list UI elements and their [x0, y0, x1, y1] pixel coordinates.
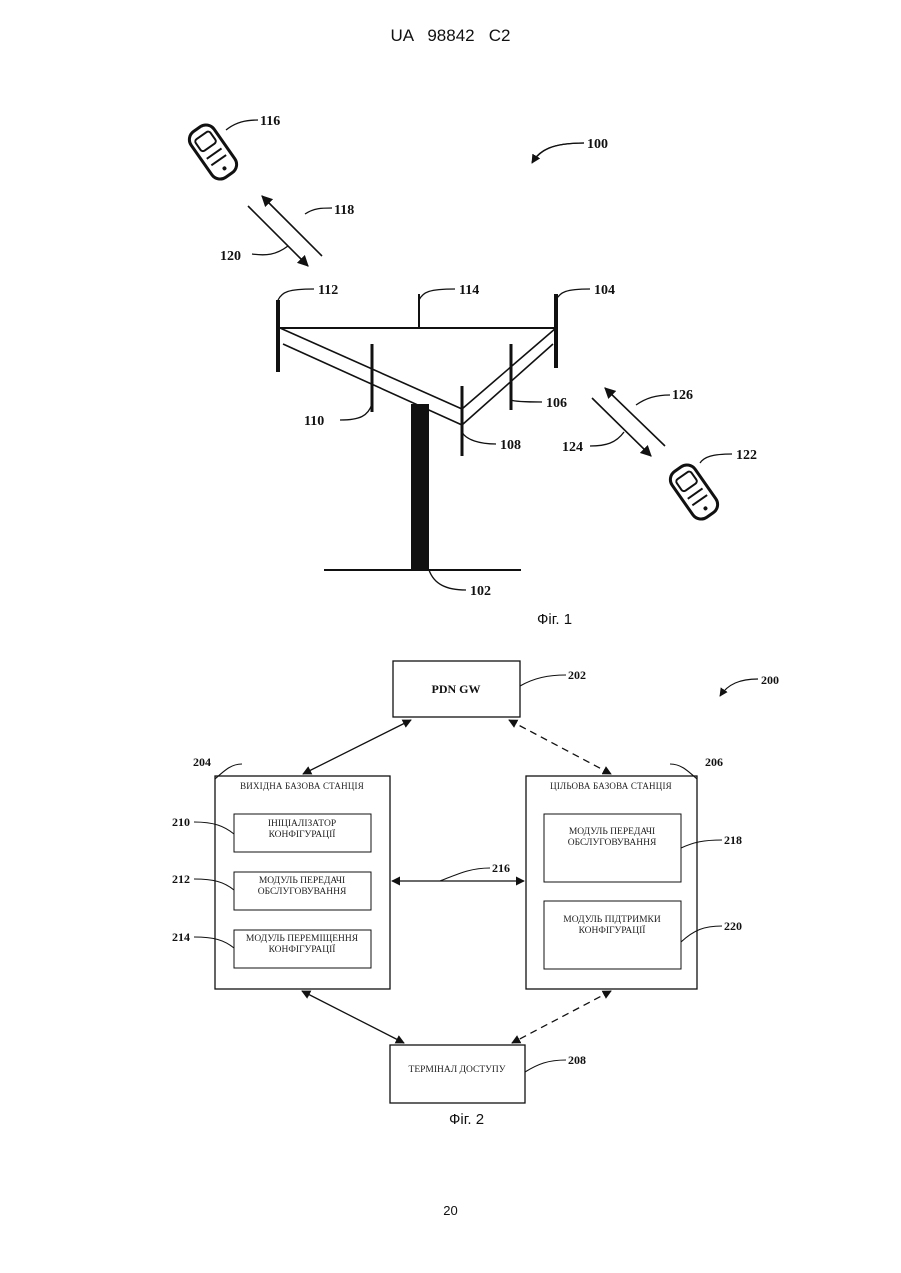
handover-module-target-box — [544, 814, 681, 882]
config-relocation-line1: МОДУЛЬ ПЕРЕМІЩЕННЯ — [246, 934, 359, 944]
access-terminal-label: ТЕРМІНАЛ ДОСТУПУ — [409, 1065, 506, 1075]
label-116: 116 — [260, 114, 280, 129]
pdn-to-target-connector — [509, 720, 611, 774]
mobile-terminal-122-icon — [666, 461, 721, 523]
link-120-arrow — [248, 206, 308, 266]
label-120: 120 — [220, 249, 241, 264]
label-118: 118 — [334, 203, 354, 218]
label-124: 124 — [562, 440, 583, 455]
link-118-arrow — [262, 196, 322, 256]
figure-2: PDN GW ВИХІДНА БАЗОВА СТАНЦІЯ ІНІЦІАЛІЗА… — [172, 661, 779, 1128]
system-100-arrow — [532, 143, 584, 163]
config-support-line1: МОДУЛЬ ПІДТРИМКИ — [563, 915, 661, 925]
target-base-station-title: ЦІЛЬОВА БАЗОВА СТАНЦІЯ — [550, 781, 672, 791]
label-214: 214 — [172, 930, 190, 944]
page-number: 20 — [0, 1203, 901, 1218]
label-200: 200 — [761, 673, 779, 687]
label-210: 210 — [172, 815, 190, 829]
figure-1: 100 116 118 120 112 114 104 110 106 108 … — [185, 114, 757, 628]
label-208: 208 — [568, 1053, 586, 1067]
label-114: 114 — [459, 283, 479, 298]
pdn-to-source-connector — [303, 720, 411, 774]
label-202: 202 — [568, 668, 586, 682]
system-200-arrow — [720, 679, 758, 696]
label-212: 212 — [172, 872, 190, 886]
config-relocation-line2: КОНФІГУРАЦІЇ — [269, 943, 336, 955]
label-220: 220 — [724, 919, 742, 933]
label-110: 110 — [304, 414, 324, 429]
label-126: 126 — [672, 388, 693, 403]
handover-source-line1: МОДУЛЬ ПЕРЕДАЧІ — [259, 876, 345, 886]
mast — [411, 404, 429, 570]
label-206: 206 — [705, 755, 723, 769]
config-initiator-line2: КОНФІГУРАЦІЇ — [269, 828, 336, 840]
figure-1-caption: Фіг. 1 — [537, 611, 572, 628]
config-support-line2: КОНФІГУРАЦІЇ — [579, 924, 646, 936]
label-100: 100 — [587, 137, 608, 152]
handover-source-line2: ОБСЛУГОВУВАННЯ — [258, 887, 347, 897]
pdn-gw-label: PDN GW — [432, 682, 481, 696]
label-204: 204 — [193, 755, 211, 769]
source-to-terminal-connector — [302, 991, 404, 1043]
figure-2-caption: Фіг. 2 — [449, 1111, 484, 1128]
label-108: 108 — [500, 438, 521, 453]
label-104: 104 — [594, 283, 615, 298]
label-218: 218 — [724, 833, 742, 847]
label-122: 122 — [736, 448, 757, 463]
label-102: 102 — [470, 584, 491, 599]
label-216: 216 — [492, 861, 510, 875]
source-base-station-title: ВИХІДНА БАЗОВА СТАНЦІЯ — [240, 781, 364, 791]
target-to-terminal-connector — [512, 991, 611, 1043]
mobile-terminal-116-icon — [185, 121, 240, 183]
handover-target-line2: ОБСЛУГОВУВАННЯ — [568, 838, 657, 848]
label-112: 112 — [318, 283, 338, 298]
link-124-arrow — [592, 398, 651, 456]
label-106: 106 — [546, 396, 567, 411]
config-initiator-line1: ІНІЦІАЛІЗАТОР — [268, 819, 336, 829]
handover-target-line1: МОДУЛЬ ПЕРЕДАЧІ — [569, 827, 655, 837]
